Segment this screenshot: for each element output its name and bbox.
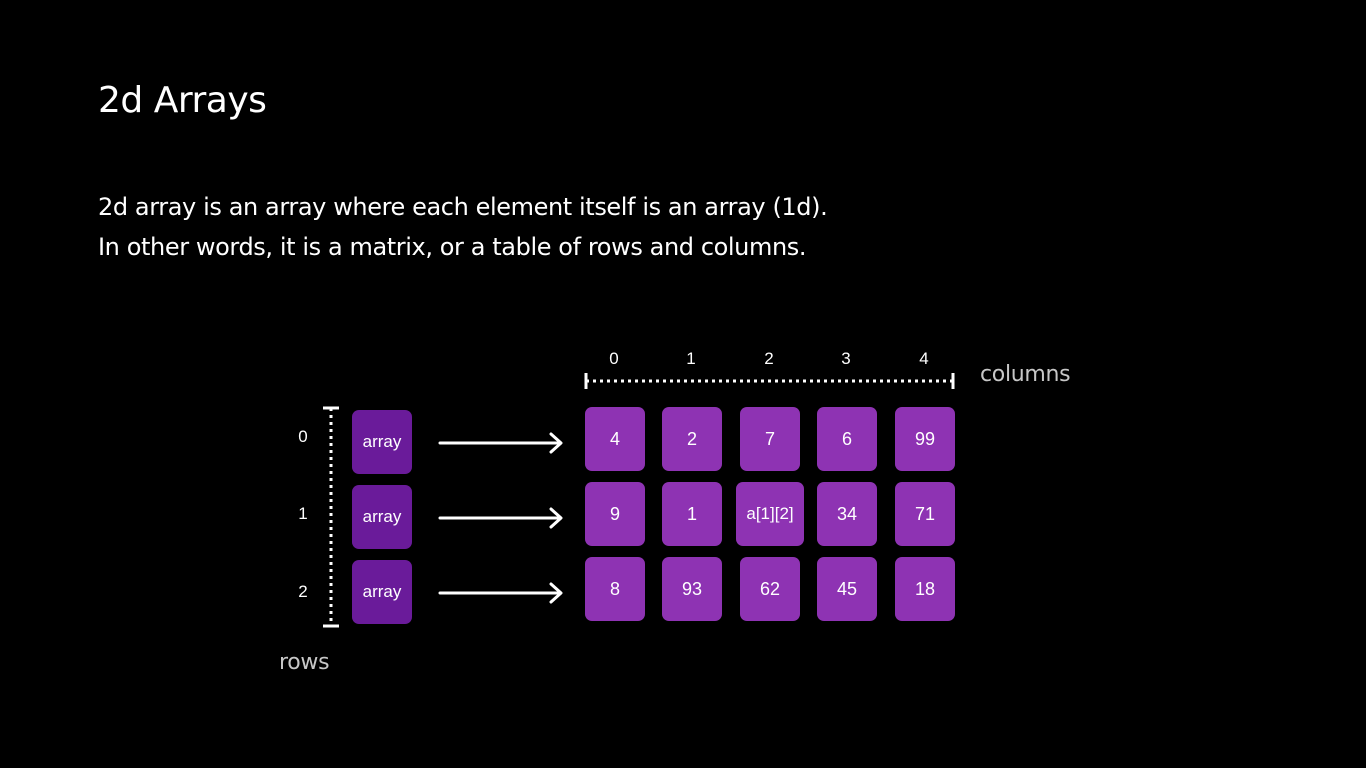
column-index: 0: [609, 349, 619, 368]
matrix-cell-1-3: 34: [817, 482, 877, 546]
row-index: 2: [298, 582, 308, 601]
columns-axis: [584, 373, 955, 389]
column-index: 3: [841, 349, 851, 368]
rows-label: rows: [279, 650, 330, 675]
description-line-1: 2d array is an array where each element …: [98, 193, 828, 221]
row-array-box-0: array: [352, 410, 412, 474]
matrix-cell-0-1: 2: [662, 407, 722, 471]
column-index: 4: [919, 349, 929, 368]
matrix-cell-1-4: 71: [895, 482, 955, 546]
row-arrow-1: [438, 507, 563, 529]
column-index: 1: [686, 349, 696, 368]
matrix-cell-1-0: 9: [585, 482, 645, 546]
matrix-cell-0-0: 4: [585, 407, 645, 471]
slide-title: 2d Arrays: [98, 80, 267, 121]
matrix-cell-1-2: a[1][2]: [736, 482, 804, 546]
matrix-cell-2-0: 8: [585, 557, 645, 621]
matrix-cell-2-4: 18: [895, 557, 955, 621]
columns-label: columns: [980, 362, 1071, 387]
row-arrow-2: [438, 582, 563, 604]
rows-axis: [323, 406, 339, 628]
matrix-cell-0-3: 6: [817, 407, 877, 471]
matrix-cell-2-1: 93: [662, 557, 722, 621]
row-index: 1: [298, 504, 308, 523]
column-index: 2: [764, 349, 774, 368]
matrix-cell-2-2: 62: [740, 557, 800, 621]
row-array-box-2: array: [352, 560, 412, 624]
matrix-cell-0-4: 99: [895, 407, 955, 471]
row-arrow-0: [438, 432, 563, 454]
row-array-box-1: array: [352, 485, 412, 549]
matrix-cell-1-1: 1: [662, 482, 722, 546]
matrix-cell-0-2: 7: [740, 407, 800, 471]
description-line-2: In other words, it is a matrix, or a tab…: [98, 233, 807, 261]
matrix-cell-2-3: 45: [817, 557, 877, 621]
row-index: 0: [298, 427, 308, 446]
